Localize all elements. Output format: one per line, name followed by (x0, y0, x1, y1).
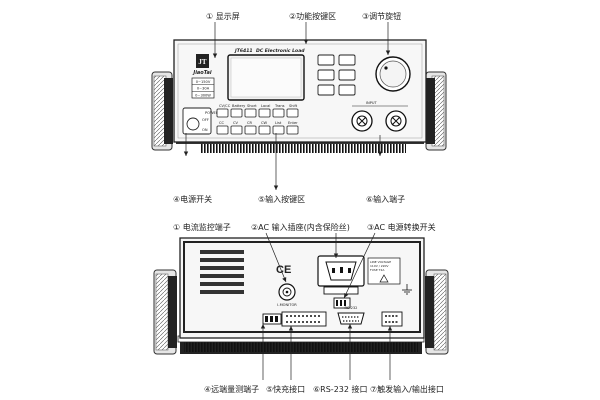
adjust-knob[interactable] (375, 56, 411, 92)
ground-symbol (402, 284, 412, 295)
warning-line-3: FUSE T2A (370, 268, 385, 272)
ac-voltage-switch[interactable] (333, 297, 351, 309)
warning-line-2: 110V / 220V (370, 264, 389, 268)
remote-sense-terminal[interactable] (262, 313, 282, 325)
current-monitor-bnc[interactable]: I-MONITOR (277, 283, 297, 307)
input-key[interactable] (216, 125, 229, 135)
function-key[interactable] (317, 84, 335, 96)
key-label-local: Local (261, 104, 270, 108)
key-label-trans: Trans (274, 104, 285, 108)
power-switch[interactable]: POWER OFF ON (182, 107, 219, 135)
model-number: JT6411 (234, 48, 253, 54)
callout-remote-sense: ④远端量测端子 (204, 384, 259, 394)
callout-power-switch: ④电源开关 (173, 194, 212, 204)
input-key[interactable] (244, 108, 257, 118)
input-key[interactable] (258, 125, 271, 135)
input-key[interactable] (230, 108, 243, 118)
input-key[interactable] (272, 125, 285, 135)
callout-display: ① 显示屏 (206, 12, 240, 21)
front-callouts: ① 显示屏 ②功能按键区 ③调节旋钮 ④电源开关 ⑤输入按键区 ⑥输入端子 (173, 11, 405, 204)
rs232-caption: RS-232 (345, 306, 358, 310)
input-label: INPUT (366, 101, 378, 105)
callout-current-monitor: ① 电流监控端子 (173, 222, 231, 232)
spec-voltage: 0~150V (196, 80, 211, 84)
function-key-group (317, 54, 356, 96)
function-key[interactable] (317, 69, 335, 81)
model-caption: DC Electronic Load (256, 48, 305, 54)
callout-fast-charge: ⑤快充接口 (266, 384, 305, 394)
rear-left-handle (153, 269, 177, 355)
callout-ac-switch: ③AC 电源转换开关 (367, 222, 436, 232)
rear-instrument: CE I-MONITOR LINE VOLTAG (153, 237, 449, 355)
fast-charge-connector[interactable] (281, 311, 327, 327)
function-key[interactable] (317, 54, 335, 66)
function-key[interactable] (338, 84, 356, 96)
rear-bottom-vents (184, 342, 418, 352)
callout-knob: ③调节旋钮 (362, 11, 401, 21)
callout-ac-socket: ②AC 输入插座(内含保险丝) (251, 222, 350, 232)
ac-input-socket[interactable] (317, 255, 365, 295)
input-key[interactable] (272, 108, 285, 118)
spec-table: 0~150V 0~30A 0~300W (191, 77, 215, 99)
callout-rs232: ⑥RS-232 接口 (313, 384, 368, 394)
key-label-enter: Enter (288, 121, 298, 125)
input-key[interactable] (230, 125, 243, 135)
power-on-label: ON (202, 128, 208, 132)
input-key-group: CV/CC Battery Short Local Trans Shift CC… (216, 104, 299, 135)
rear-callouts: ① 电流监控端子 ②AC 输入插座(内含保险丝) ③AC 电源转换开关 ④远端量… (173, 222, 444, 394)
key-label-cvcc: CV/CC (219, 104, 231, 108)
front-right-handle (425, 71, 447, 151)
power-off-label: OFF (202, 118, 209, 122)
spec-current: 0~30A (197, 87, 210, 91)
key-label-list: List (275, 121, 282, 125)
input-key[interactable] (244, 125, 257, 135)
spec-power: 0~300W (195, 93, 211, 97)
rear-right-handle (425, 269, 449, 355)
trigger-io-connector[interactable] (381, 311, 403, 327)
key-label-battery: Battery (232, 104, 246, 108)
current-monitor-caption: I-MONITOR (277, 303, 297, 307)
key-label-cw: CW (261, 121, 268, 125)
callout-function-keys: ②功能按键区 (289, 11, 336, 21)
power-label: POWER (205, 111, 219, 115)
function-key[interactable] (338, 69, 356, 81)
warning-label: LINE VOLTAGE 110V / 220V FUSE T2A (367, 257, 401, 285)
callout-trigger-io: ⑦触发输入/输出接口 (370, 384, 444, 394)
input-key[interactable] (286, 125, 299, 135)
brand-name: JiaoTai (192, 70, 212, 76)
callout-input-keys: ⑤输入按键区 (258, 194, 305, 204)
brand-logo-text: JT (198, 58, 207, 66)
input-key[interactable] (216, 108, 229, 118)
key-label-shift: Shift (289, 104, 298, 108)
key-label-cr: CR (247, 121, 253, 125)
function-key[interactable] (338, 54, 356, 66)
rs232-port[interactable]: RS-232 (337, 306, 365, 325)
input-terminals[interactable]: INPUT (351, 101, 408, 132)
front-instrument: JT JiaoTai 0~150V 0~30A 0~300W JT6411 DC… (151, 39, 447, 153)
front-left-handle (151, 71, 173, 151)
fan-grille (200, 250, 244, 294)
warning-line-1: LINE VOLTAGE (370, 260, 391, 264)
input-key[interactable] (258, 108, 271, 118)
ce-mark: CE (276, 264, 291, 276)
key-label-cv: CV (233, 121, 239, 125)
brand-logo: JT JiaoTai (192, 54, 212, 76)
callout-input-terminals: ⑥输入端子 (366, 194, 405, 204)
key-label-short: Short (247, 104, 257, 108)
input-key[interactable] (286, 108, 299, 118)
key-label-cc: CC (219, 121, 225, 125)
